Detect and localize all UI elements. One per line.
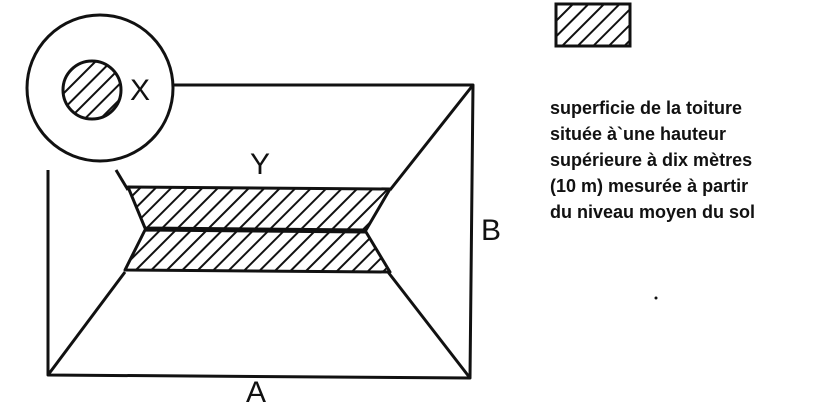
label-x: X [130,74,151,107]
legend-line: superficie de la toiture [550,98,743,118]
stray-dot [654,296,658,300]
hatched-area-upper [126,185,392,232]
label-y: Y [250,148,271,181]
legend-line: située à`une hauteur [550,124,727,144]
legend-line: (10 m) mesurée à partir [550,176,749,196]
legend-line: supérieure à dix mètres [550,150,753,170]
hip-right-bottom [386,271,472,379]
hip-left-top [114,169,130,191]
hatched-detail-x [61,59,123,121]
label-b: B [481,214,502,247]
hip-right-top [388,84,475,191]
legend-description: superficie de la toiture située à`une ha… [550,95,755,225]
hip-left-bottom [46,271,127,376]
label-a: A [246,376,267,409]
legend-hatch-swatch [554,2,632,48]
hatched-area-lower [123,228,392,274]
legend-line: du niveau moyen du sol [550,202,756,222]
